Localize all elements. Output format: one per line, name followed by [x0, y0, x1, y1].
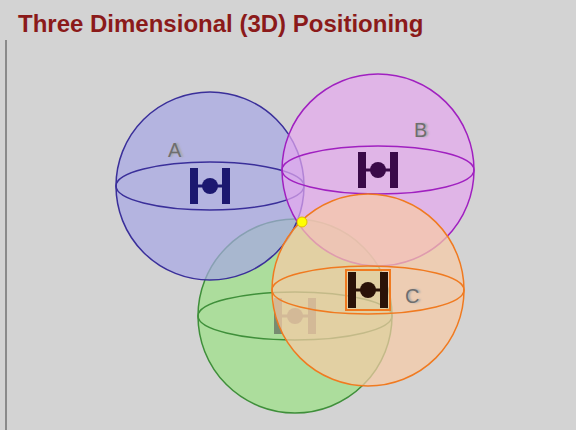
satellite-icon: [346, 270, 390, 310]
satellite-label: A: [168, 140, 181, 160]
range-sphere: C: [271, 193, 465, 387]
frame-edge: [5, 40, 7, 430]
sphere-outline: [115, 91, 305, 281]
satellite-label: B: [414, 120, 427, 140]
range-sphere: A: [115, 91, 305, 281]
title: Three Dimensional (3D) Positioning: [18, 10, 423, 38]
sphere-outline: [271, 193, 465, 387]
satellite-label: C: [405, 286, 419, 306]
satellite-icon: [358, 152, 398, 188]
satellite-icon: [190, 168, 230, 204]
position-fix-dot: [297, 217, 307, 227]
